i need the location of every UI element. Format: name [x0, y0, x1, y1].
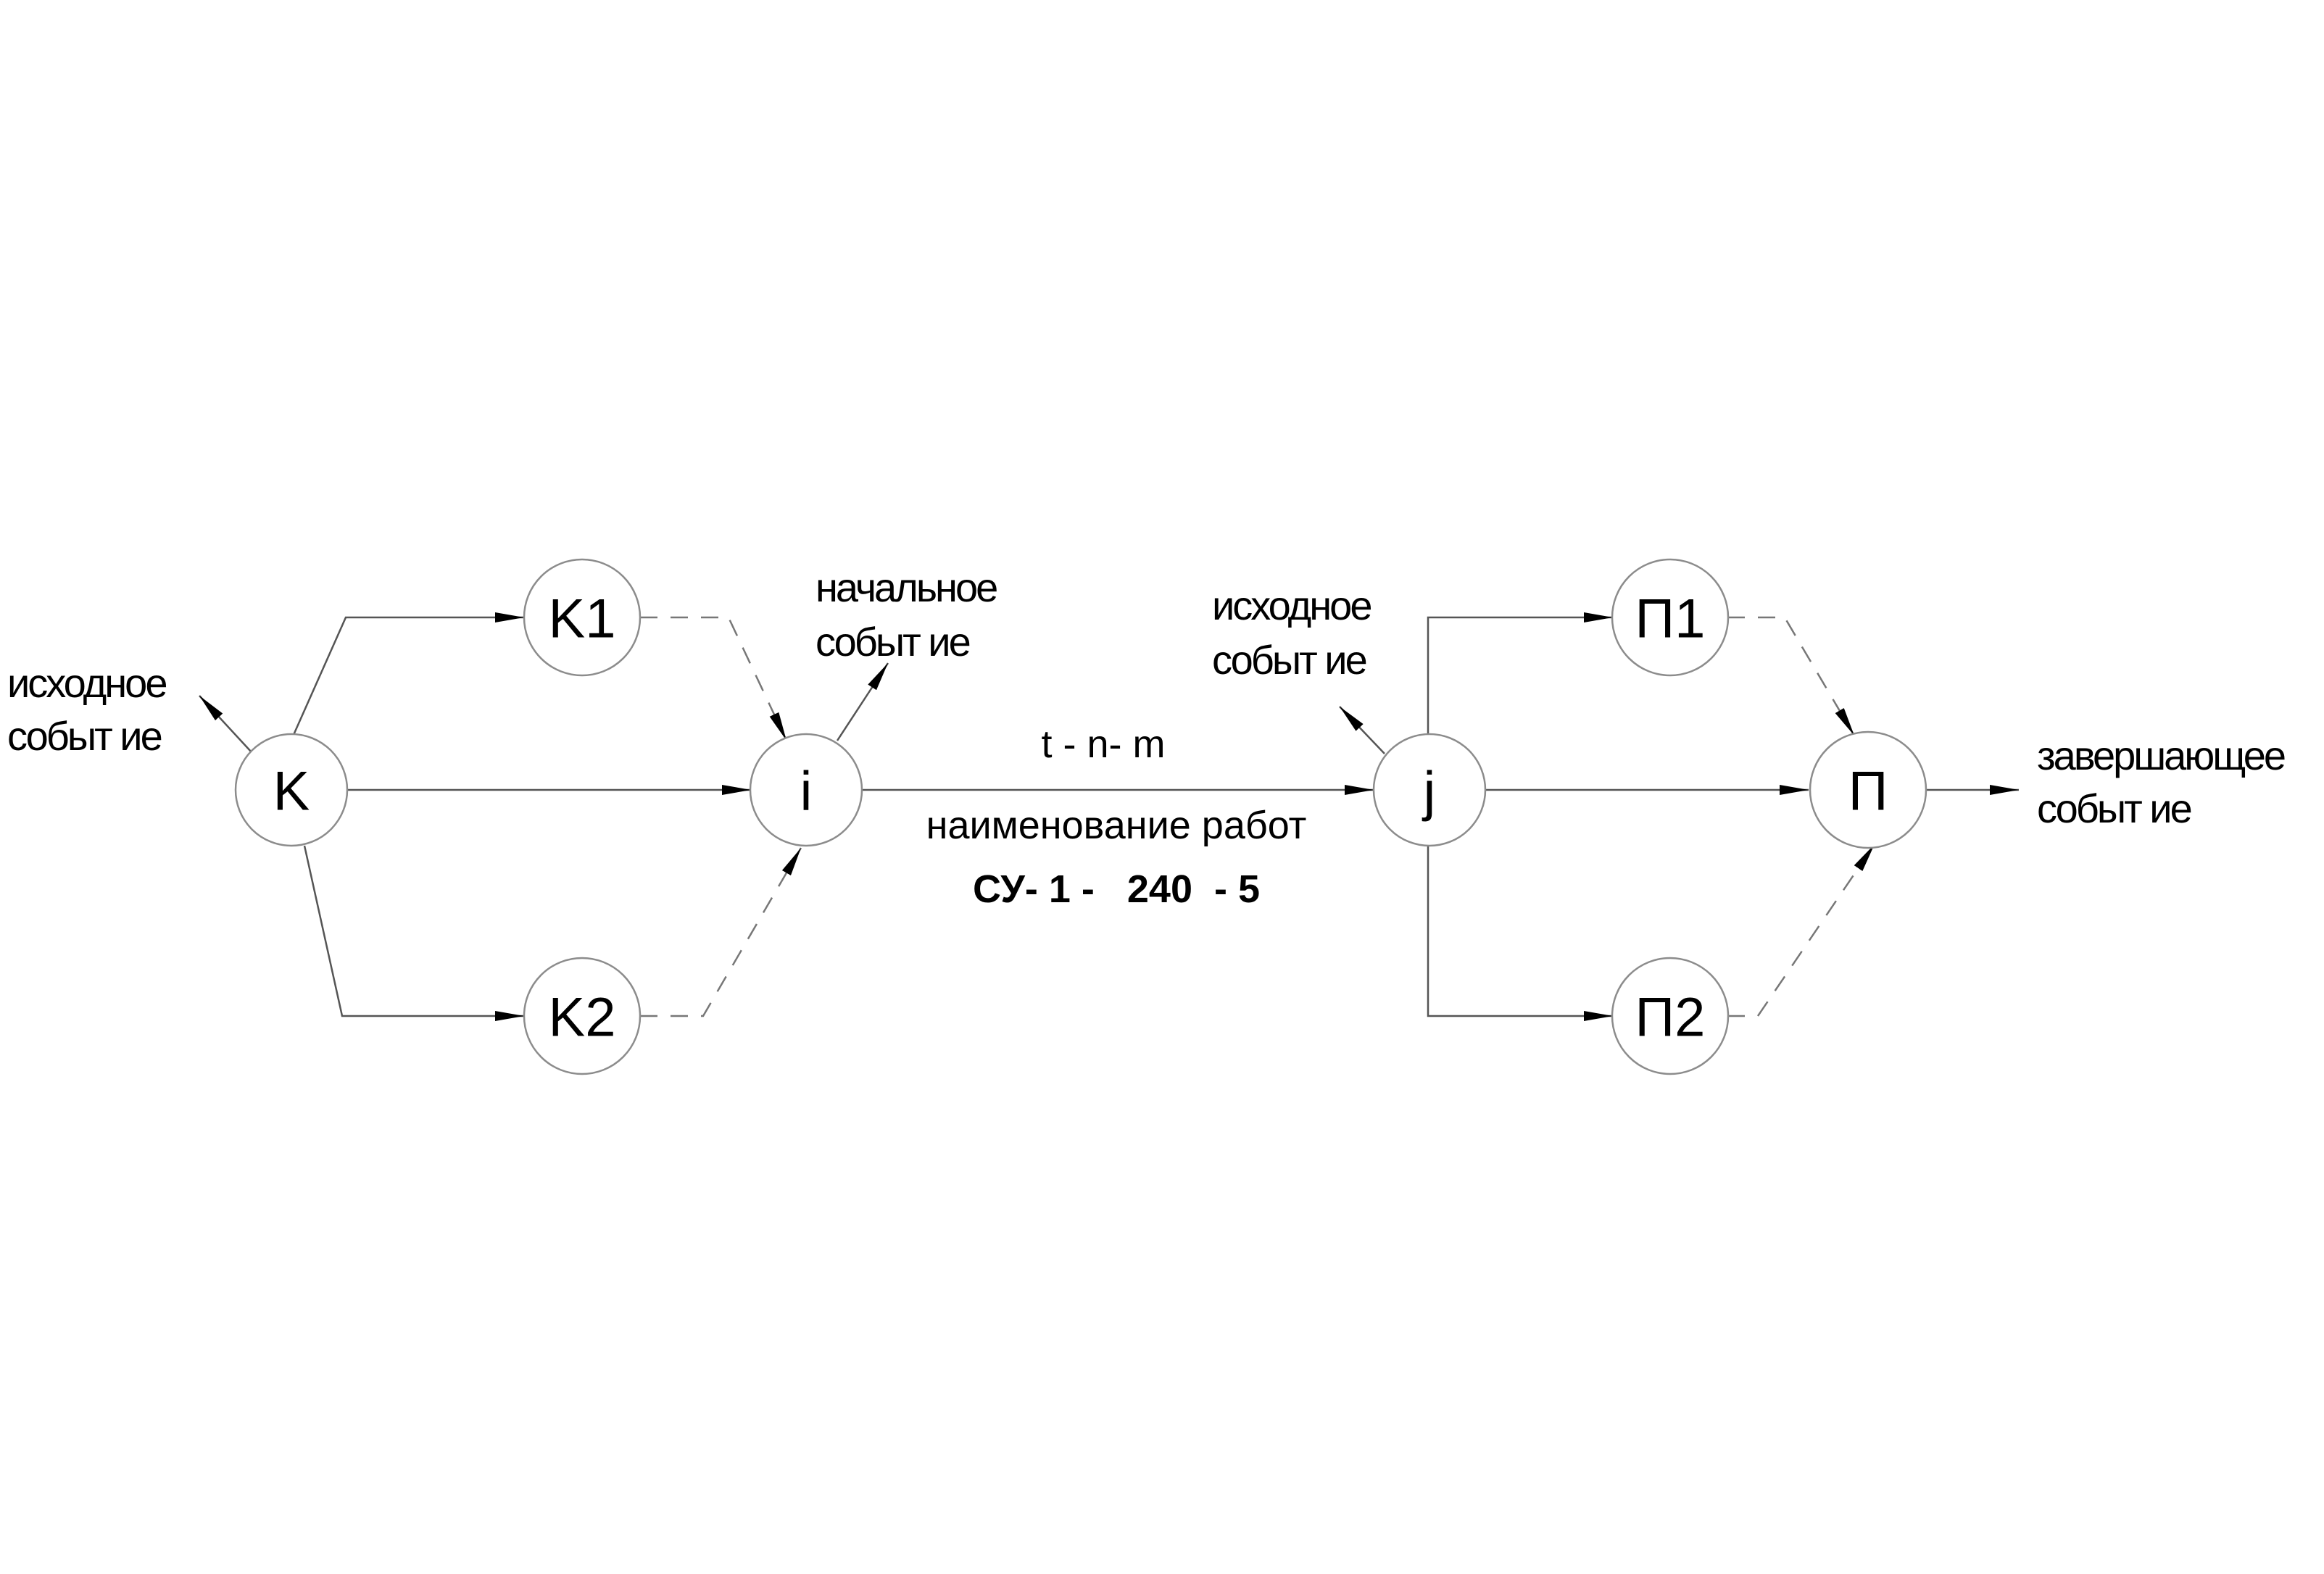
node-i: i — [749, 733, 863, 847]
dummy-p2-to-p — [1727, 844, 1876, 1017]
dummy-p1-to-p — [1727, 616, 1856, 736]
node-i-label: i — [800, 761, 813, 823]
node-k: K — [234, 733, 349, 847]
annotation-right-initial: исходное событ ие — [1212, 583, 1373, 683]
node-k1-label: K1 — [549, 588, 616, 650]
annotation-final-event: завершающее событ ие — [2037, 733, 2287, 831]
edge-k-to-k1 — [292, 612, 524, 736]
activity-code: СУ- 1 - 240 - 5 — [973, 867, 1260, 911]
annotation-right-initial-line1: исходное — [1212, 583, 1371, 628]
annotation-start-event-line2: событ ие — [816, 619, 970, 665]
node-p1: П1 — [1611, 558, 1730, 677]
node-k2-label: K2 — [549, 987, 616, 1049]
node-p2-label: П2 — [1635, 987, 1706, 1049]
node-k2: K2 — [523, 957, 642, 1075]
annotation-final-event-line1: завершающее — [2037, 733, 2285, 778]
annotation-left-initial: исходное событ ие — [7, 660, 168, 759]
dummy-k2-to-i — [640, 847, 802, 1017]
edge-j-to-p2 — [1427, 846, 1613, 1021]
node-k1: K1 — [523, 558, 642, 677]
edge-k-to-k2 — [303, 845, 524, 1021]
annotation-start-event: начальное событ ие — [816, 565, 999, 665]
node-j: j — [1372, 733, 1487, 847]
annotation-start-event-line1: начальное — [816, 565, 997, 610]
annotation-final-event-line2: событ ие — [2037, 786, 2191, 831]
annotation-left-initial-line2: событ ие — [7, 713, 162, 759]
node-p-label: П — [1848, 761, 1888, 823]
activity-name: наименование работ — [926, 804, 1307, 847]
node-p: П — [1809, 730, 1927, 849]
edge-j-to-p1 — [1427, 612, 1613, 733]
activity-duration: t - n- m — [1042, 723, 1166, 766]
node-p2: П2 — [1611, 957, 1730, 1075]
dummy-k1-to-i — [640, 616, 788, 741]
node-j-label: j — [1422, 761, 1436, 823]
pointer-start-event — [836, 662, 889, 741]
annotation-left-initial-line1: исходное — [7, 660, 166, 706]
node-k-label: K — [273, 761, 310, 823]
annotation-right-initial-line2: событ ие — [1212, 637, 1366, 683]
node-p1-label: П1 — [1635, 588, 1706, 650]
pointer-right-initial — [1339, 706, 1385, 754]
pointer-left-initial — [199, 695, 252, 753]
